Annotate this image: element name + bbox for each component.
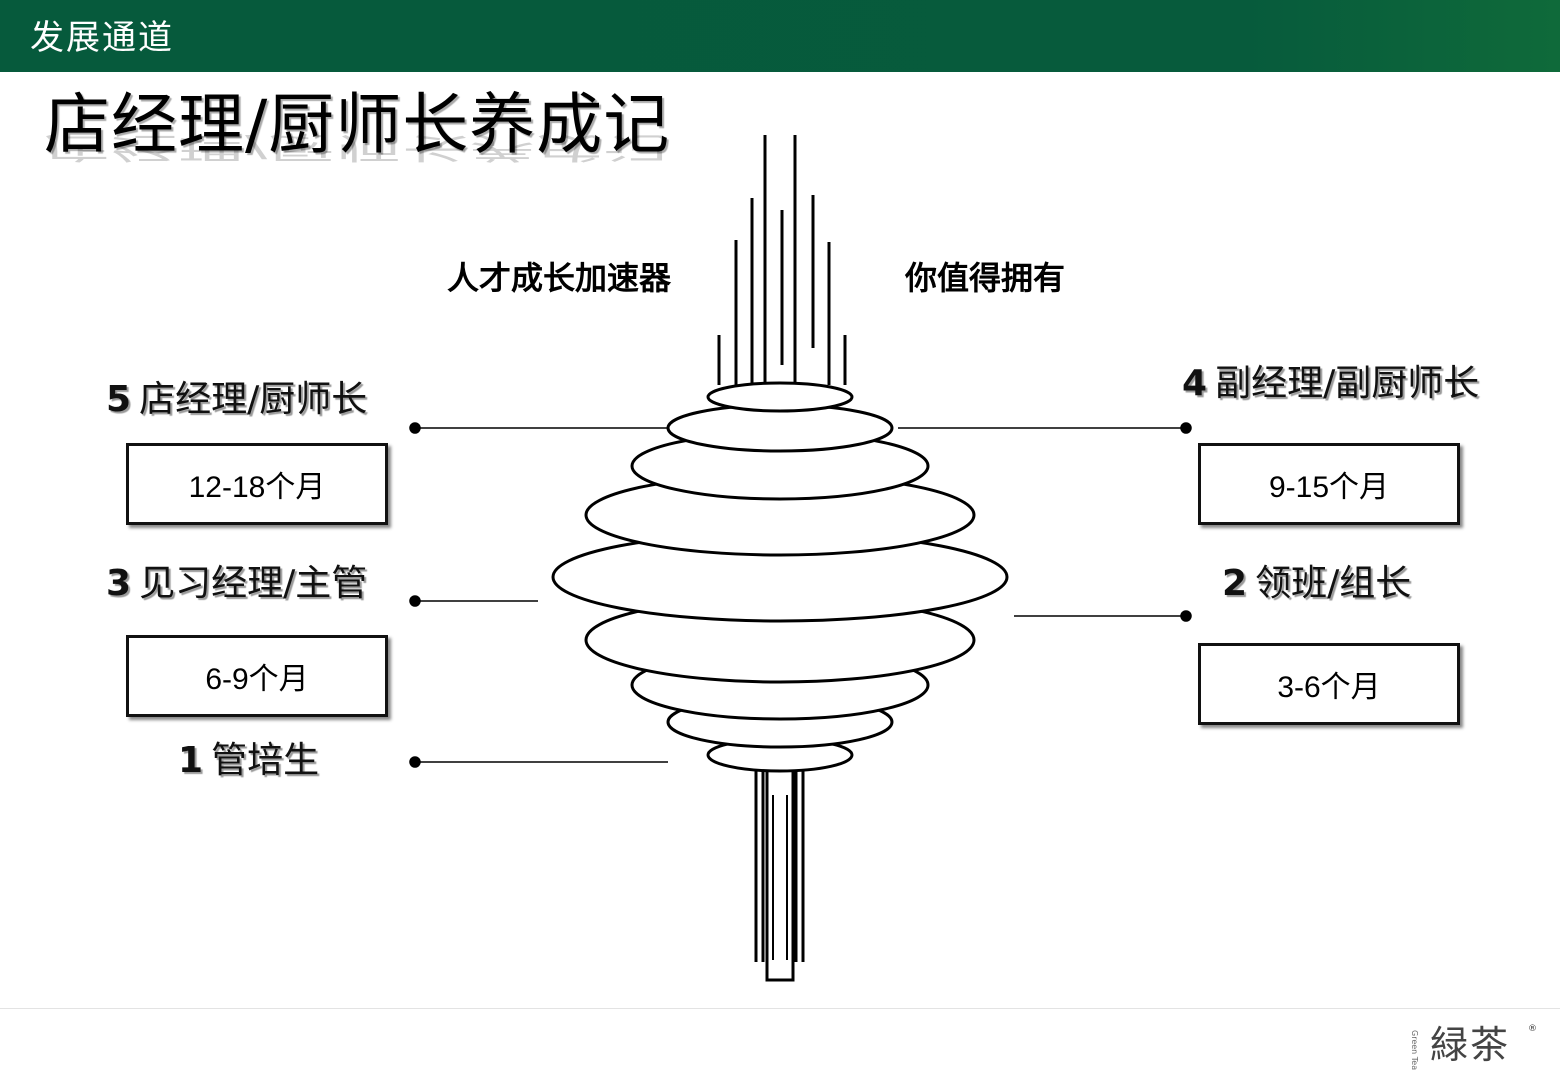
footer-divider (0, 1008, 1560, 1009)
slogan-left: 人才成长加速器 (447, 259, 672, 297)
slogan-right: 你值得拥有 (905, 259, 1066, 297)
logo-text: 緑茶 (1430, 1023, 1511, 1067)
stage-name: 副经理/副厨师长 (1215, 363, 1480, 404)
bottom-stem (754, 703, 805, 982)
logo-subtext: Green Tea (1410, 1030, 1419, 1071)
registered-mark: ® (1528, 1024, 1537, 1034)
duration-text: 3-6个月 (1277, 671, 1381, 704)
brand-logo: Green Tea 緑茶 ® (1410, 1024, 1540, 1072)
duration-text: 9-15个月 (1268, 471, 1390, 504)
stage-number: 2 (1222, 563, 1248, 604)
header-bar: 发展通道 (0, 0, 1560, 72)
stage-number: 4 (1182, 363, 1208, 404)
connector-lines (409, 422, 1192, 768)
stage-number: 1 (178, 740, 204, 781)
stage-name: 管培生 (211, 740, 320, 781)
duration-box-4: 9-15个月 (1198, 443, 1460, 525)
stage-number: 3 (106, 563, 132, 604)
duration-text: 12-18个月 (188, 471, 326, 504)
stage-name: 见习经理/主管 (139, 563, 368, 604)
duration-box-5: 12-18个月 (126, 443, 388, 525)
page-title-reflection: 店经理/厨师长养成记 (44, 130, 671, 165)
duration-box-3: 6-9个月 (126, 635, 388, 717)
spindle-discs (551, 381, 1009, 773)
header-title: 发展通道 (30, 18, 174, 58)
top-lines (717, 135, 847, 385)
duration-box-2: 3-6个月 (1198, 643, 1460, 725)
page-title: 店经理/厨师长养成记 (44, 86, 671, 163)
duration-text: 6-9个月 (205, 663, 309, 696)
stage-name: 店经理/厨师长 (139, 379, 368, 420)
stage-number: 5 (106, 379, 132, 420)
stage-name: 领班/组长 (1255, 563, 1412, 604)
